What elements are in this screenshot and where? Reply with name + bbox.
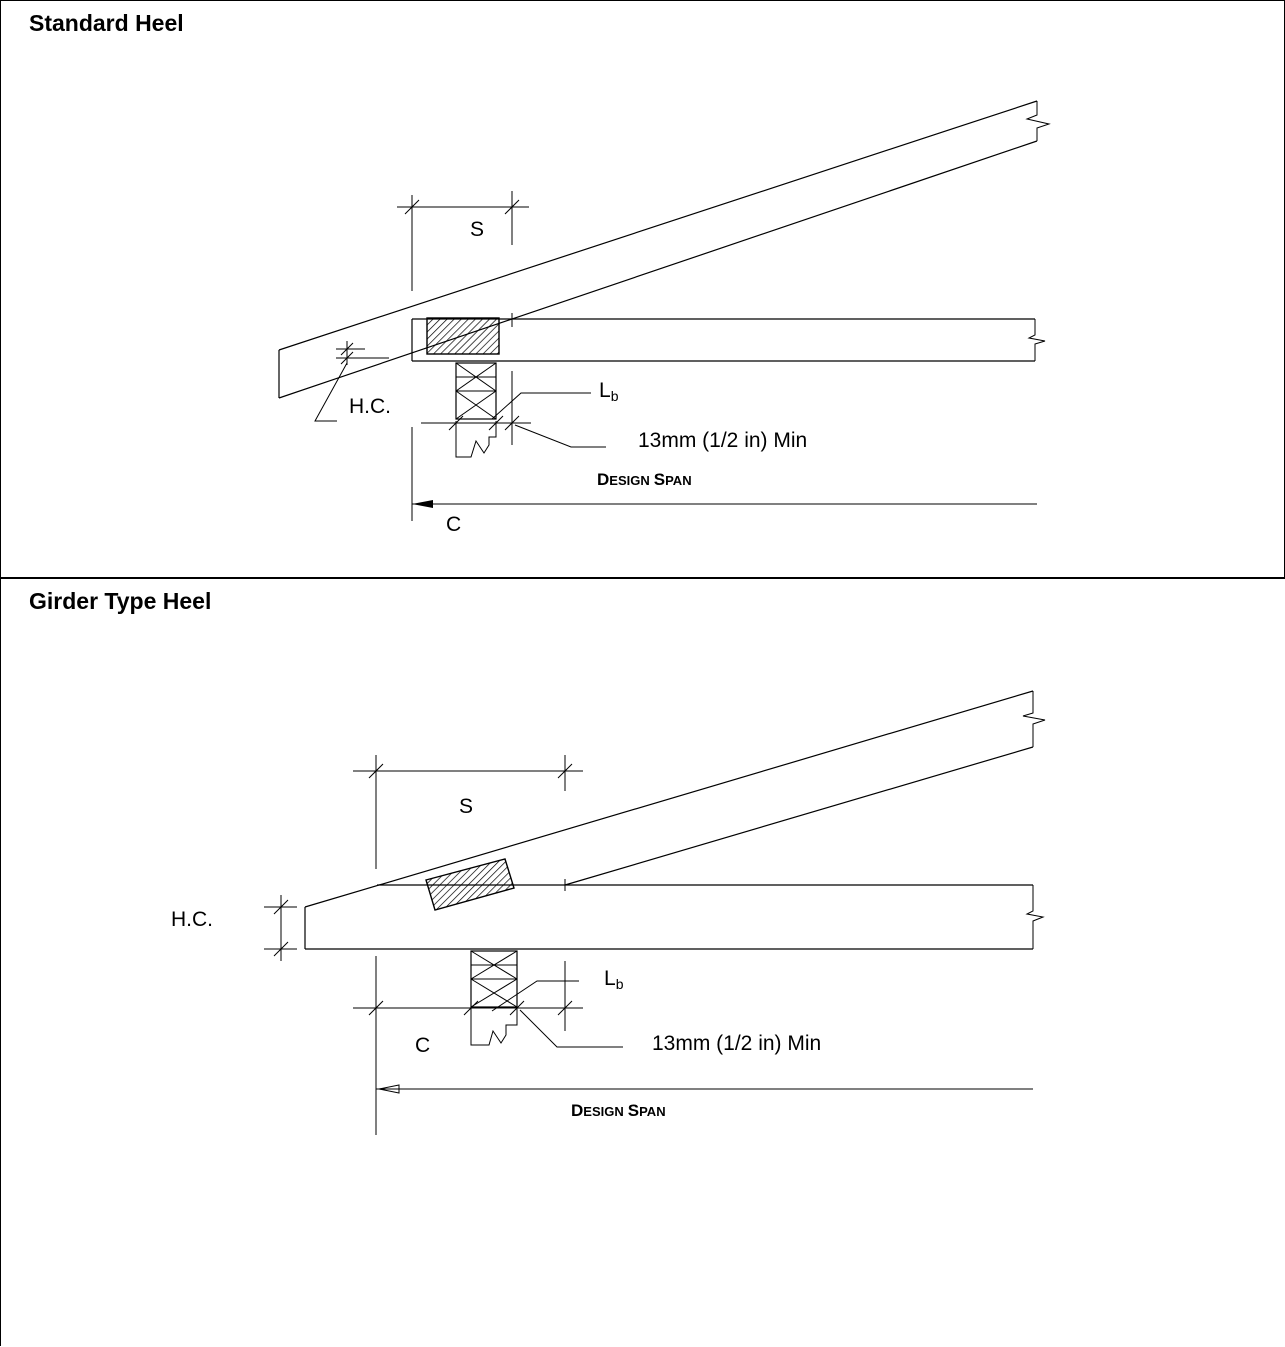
standard-heel-diagram: S H.C. Lb 13mm (1/2 in) Min xyxy=(278,100,1051,536)
standard-heel-panel: Standard Heel xyxy=(0,0,1285,578)
hatched-plate xyxy=(426,317,500,355)
hc-dimension: H.C. xyxy=(314,341,391,422)
label-13mm-min: 13mm (1/2 in) Min xyxy=(638,429,807,452)
label-lb: Lb xyxy=(604,967,624,992)
label-c: C xyxy=(446,513,461,536)
girder-heel-diagram: S H.C. Lb 13mm (1/2 in) Min C xyxy=(171,690,1046,1135)
top-chord xyxy=(278,100,1051,399)
bottom-chord xyxy=(304,879,1045,950)
label-hc: H.C. xyxy=(171,908,213,931)
hc-dimension: H.C. xyxy=(171,895,297,961)
panel-title: Standard Heel xyxy=(29,10,184,36)
s-dimension: S xyxy=(397,191,529,291)
label-s: S xyxy=(459,795,473,818)
bearing-dimension: Lb 13mm (1/2 in) Min xyxy=(421,371,807,452)
girder-heel-panel: Girder Type Heel xyxy=(0,578,1285,1346)
label-13mm-min: 13mm (1/2 in) Min xyxy=(652,1032,821,1055)
hatched-plate xyxy=(425,858,515,911)
label-lb: Lb xyxy=(599,379,619,404)
top-chord xyxy=(304,690,1046,908)
bearing-block xyxy=(455,362,497,458)
label-c: C xyxy=(415,1034,430,1057)
label-hc: H.C. xyxy=(349,395,391,418)
bearing-dimension: Lb 13mm (1/2 in) Min C xyxy=(353,956,821,1135)
panel-title: Girder Type Heel xyxy=(29,588,212,614)
s-dimension: S xyxy=(353,755,583,869)
label-s: S xyxy=(470,218,484,241)
bearing-block xyxy=(470,950,518,1046)
bottom-chord xyxy=(411,313,1046,362)
